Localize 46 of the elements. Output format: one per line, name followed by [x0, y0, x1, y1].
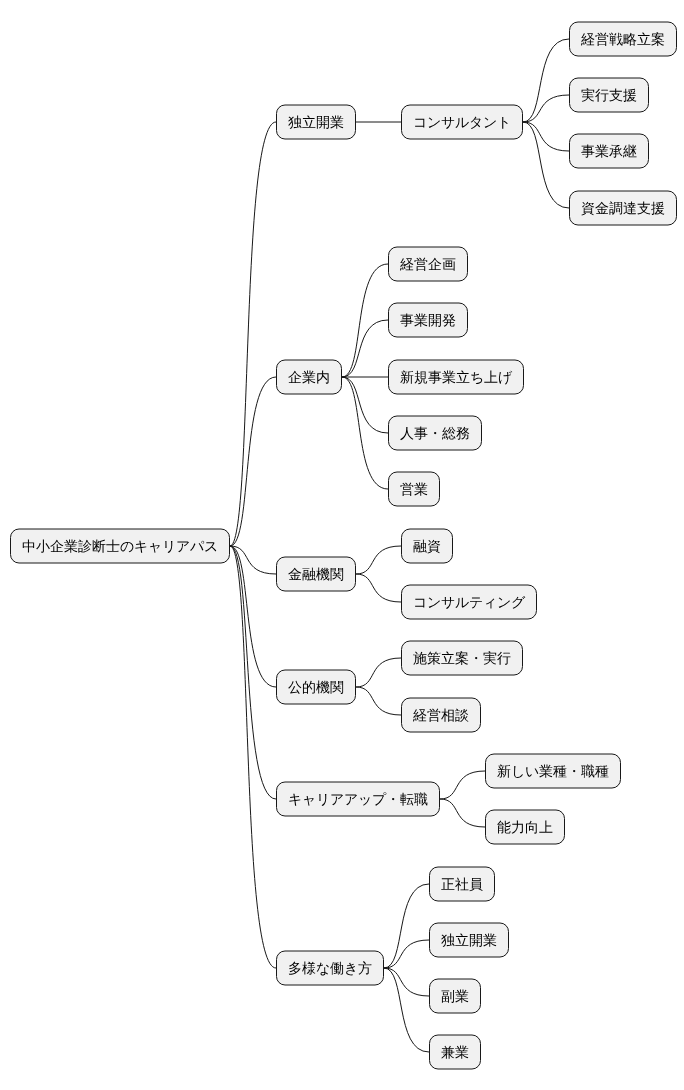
topic-box: 企業内	[276, 359, 342, 395]
topic-box: 新規事業立ち上げ	[388, 359, 524, 395]
topic-box: 営業	[388, 471, 440, 507]
topic-box: 経営戦略立案	[569, 21, 677, 57]
connector-line	[229, 545, 277, 969]
connector-line	[229, 545, 277, 575]
topic-box: 新しい業種・職種	[485, 753, 621, 789]
topic-box: 中小企業診断士のキャリアパス	[10, 528, 230, 564]
connector-line	[229, 121, 277, 547]
connector-line	[355, 573, 402, 603]
connector-line	[439, 798, 486, 828]
connector-line	[229, 376, 277, 547]
topic-box: 経営企画	[388, 246, 468, 282]
connector-line	[341, 376, 389, 490]
connector-line	[383, 939, 430, 969]
topic-box: 独立開業	[276, 104, 356, 140]
topic-box: コンサルティング	[401, 584, 537, 620]
topic-box: コンサルタント	[401, 104, 523, 140]
connector-line	[355, 121, 402, 123]
topic-box: 正社員	[429, 866, 495, 902]
connector-line	[383, 967, 430, 1053]
connector-line	[522, 121, 570, 152]
topic-box: 事業開発	[388, 302, 468, 338]
topic-box: 兼業	[429, 1034, 481, 1070]
topic-box: 人事・総務	[388, 415, 482, 451]
topic-box: 副業	[429, 978, 481, 1014]
topic-box: キャリアアップ・転職	[276, 781, 440, 817]
topic-box: 多様な働き方	[276, 950, 384, 986]
connector-line	[522, 94, 570, 123]
connector-line	[439, 770, 486, 800]
topic-box: 事業承継	[569, 133, 649, 169]
topic-box: 実行支援	[569, 77, 649, 113]
topic-box: 融資	[401, 528, 453, 564]
connector-line	[355, 545, 402, 575]
topic-box: 施策立案・実行	[401, 640, 523, 676]
connector-line	[355, 686, 402, 716]
connector-line	[522, 121, 570, 209]
topic-box: 公的機関	[276, 669, 356, 705]
topic-box: 資金調達支援	[569, 190, 677, 226]
connector-line	[229, 545, 277, 800]
topic-box: 金融機関	[276, 556, 356, 592]
topic-box: 能力向上	[485, 809, 565, 845]
connector-line	[355, 657, 402, 688]
connector-line	[383, 967, 430, 997]
topic-box: 独立開業	[429, 922, 509, 958]
topic-box: 経営相談	[401, 697, 481, 733]
